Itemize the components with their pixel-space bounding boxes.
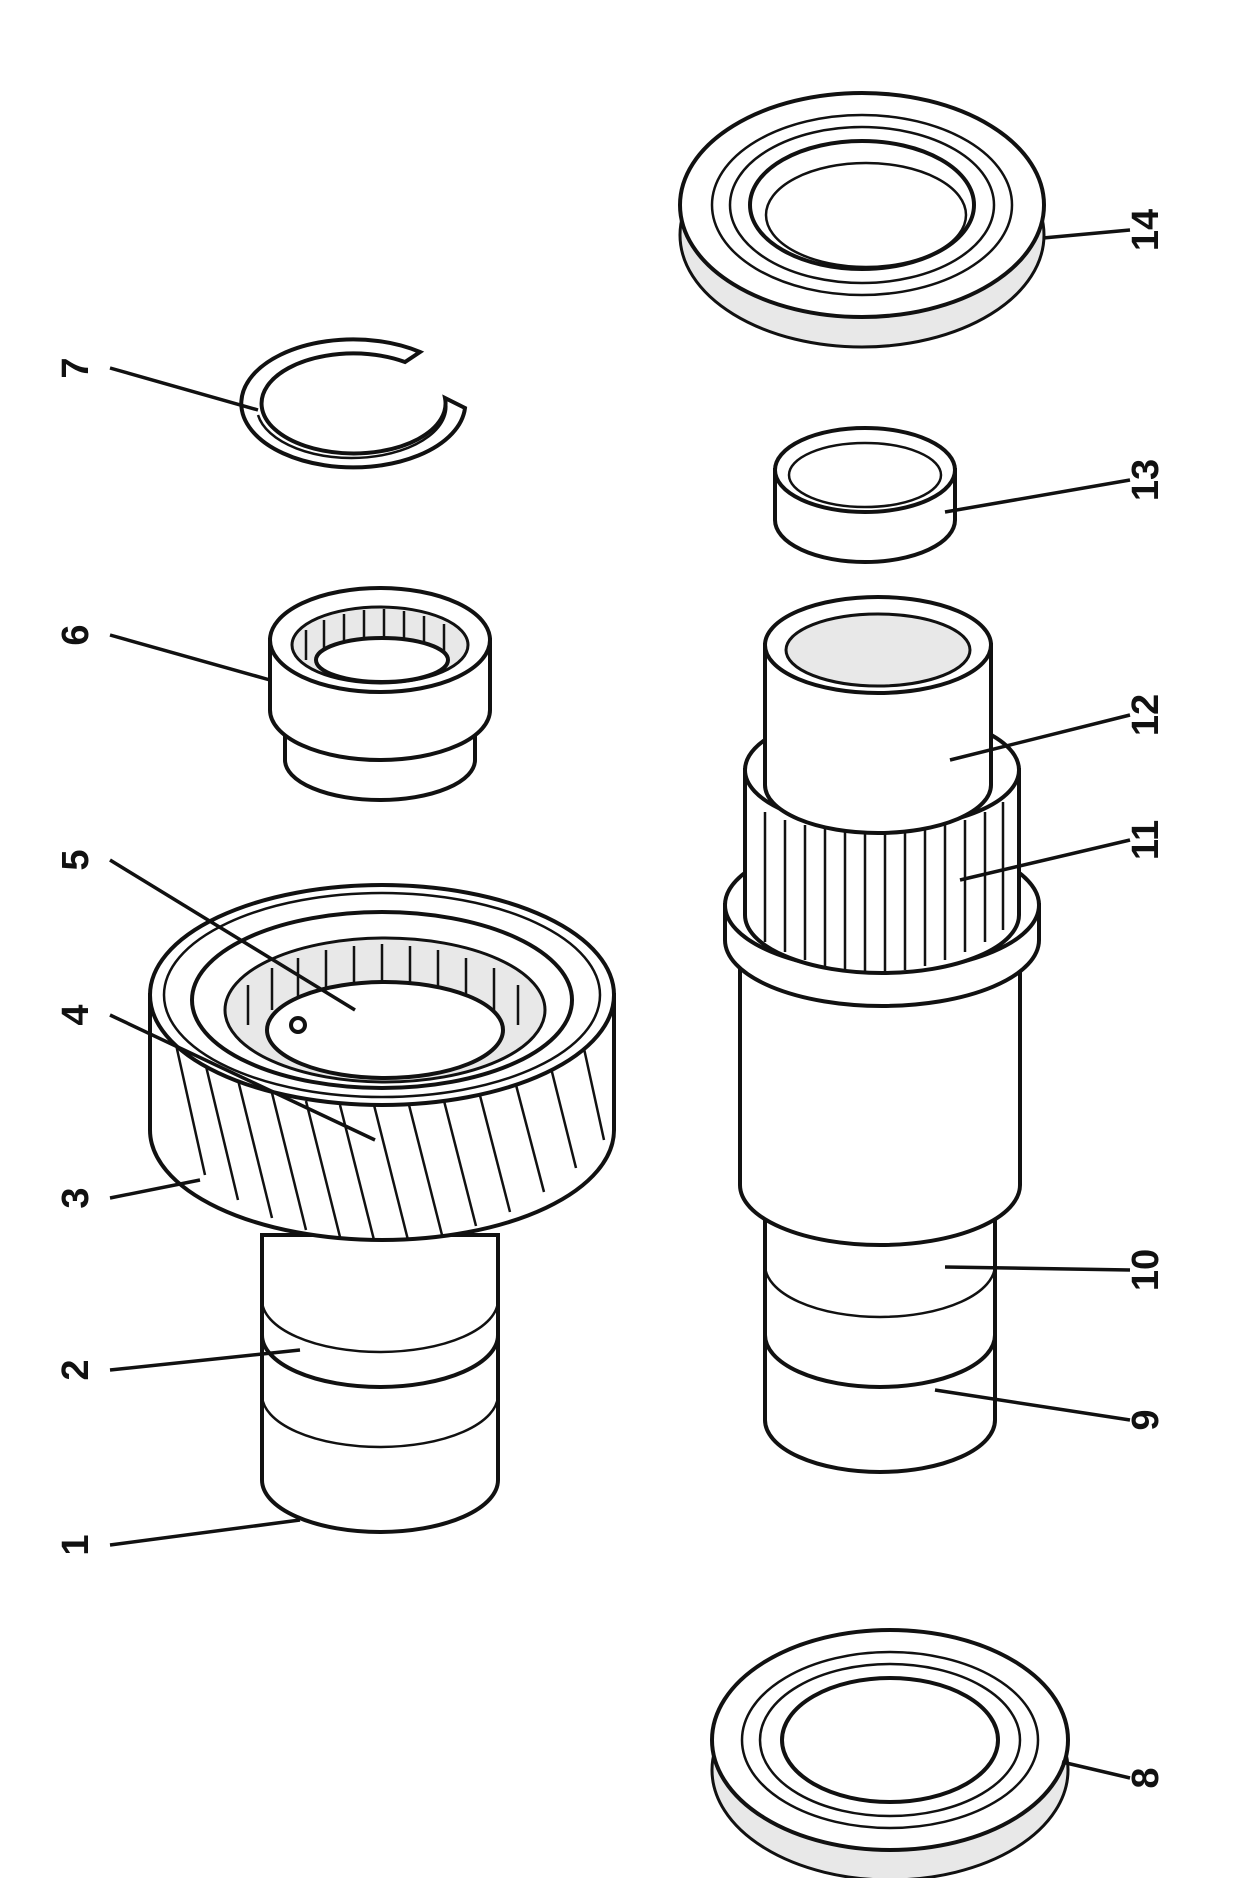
leader-7: [109, 366, 259, 412]
part-3-helical-gear: [148, 883, 616, 1534]
leader-4: [109, 1013, 376, 1142]
callout-12: 12: [1125, 694, 1167, 736]
callout-7: 7: [55, 357, 97, 378]
leader-6: [109, 633, 271, 682]
leader-14: [1042, 228, 1131, 240]
callout-4: 4: [55, 1004, 97, 1025]
callout-10: 10: [1125, 1249, 1167, 1291]
callout-6: 6: [55, 624, 97, 645]
callout-9: 9: [1125, 1409, 1167, 1430]
leader-5: [109, 858, 356, 1012]
leader-8: [1061, 1760, 1131, 1780]
part-6-needle-bearing: [268, 586, 492, 802]
leader-13: [944, 478, 1131, 514]
part-13-sleeve: [773, 426, 957, 564]
callout-2: 2: [55, 1359, 97, 1380]
part-7-snap-ring: [239, 337, 468, 470]
callout-14: 14: [1125, 209, 1167, 251]
leader-1: [109, 1518, 301, 1547]
part-14-bearing: [678, 91, 1046, 349]
callout-labels: 1 2 3 4 5 6 7 8 9 10 11 12 13 14: [55, 209, 1167, 1789]
leader-3: [109, 1178, 201, 1200]
part-9-12-output-shaft: [723, 595, 1041, 1474]
leader-lines: [109, 228, 1131, 1780]
leader-2: [109, 1348, 301, 1372]
callout-5: 5: [55, 849, 97, 870]
callout-3: 3: [55, 1187, 97, 1208]
callout-11: 11: [1125, 820, 1167, 860]
callout-1: 1: [55, 1534, 97, 1555]
callout-8: 8: [1125, 1767, 1167, 1788]
leader-12: [949, 713, 1131, 762]
leader-9: [934, 1388, 1131, 1422]
leader-11: [959, 838, 1131, 882]
part-8-bearing: [710, 1628, 1070, 1878]
leader-10: [944, 1265, 1131, 1272]
callout-13: 13: [1125, 459, 1167, 501]
